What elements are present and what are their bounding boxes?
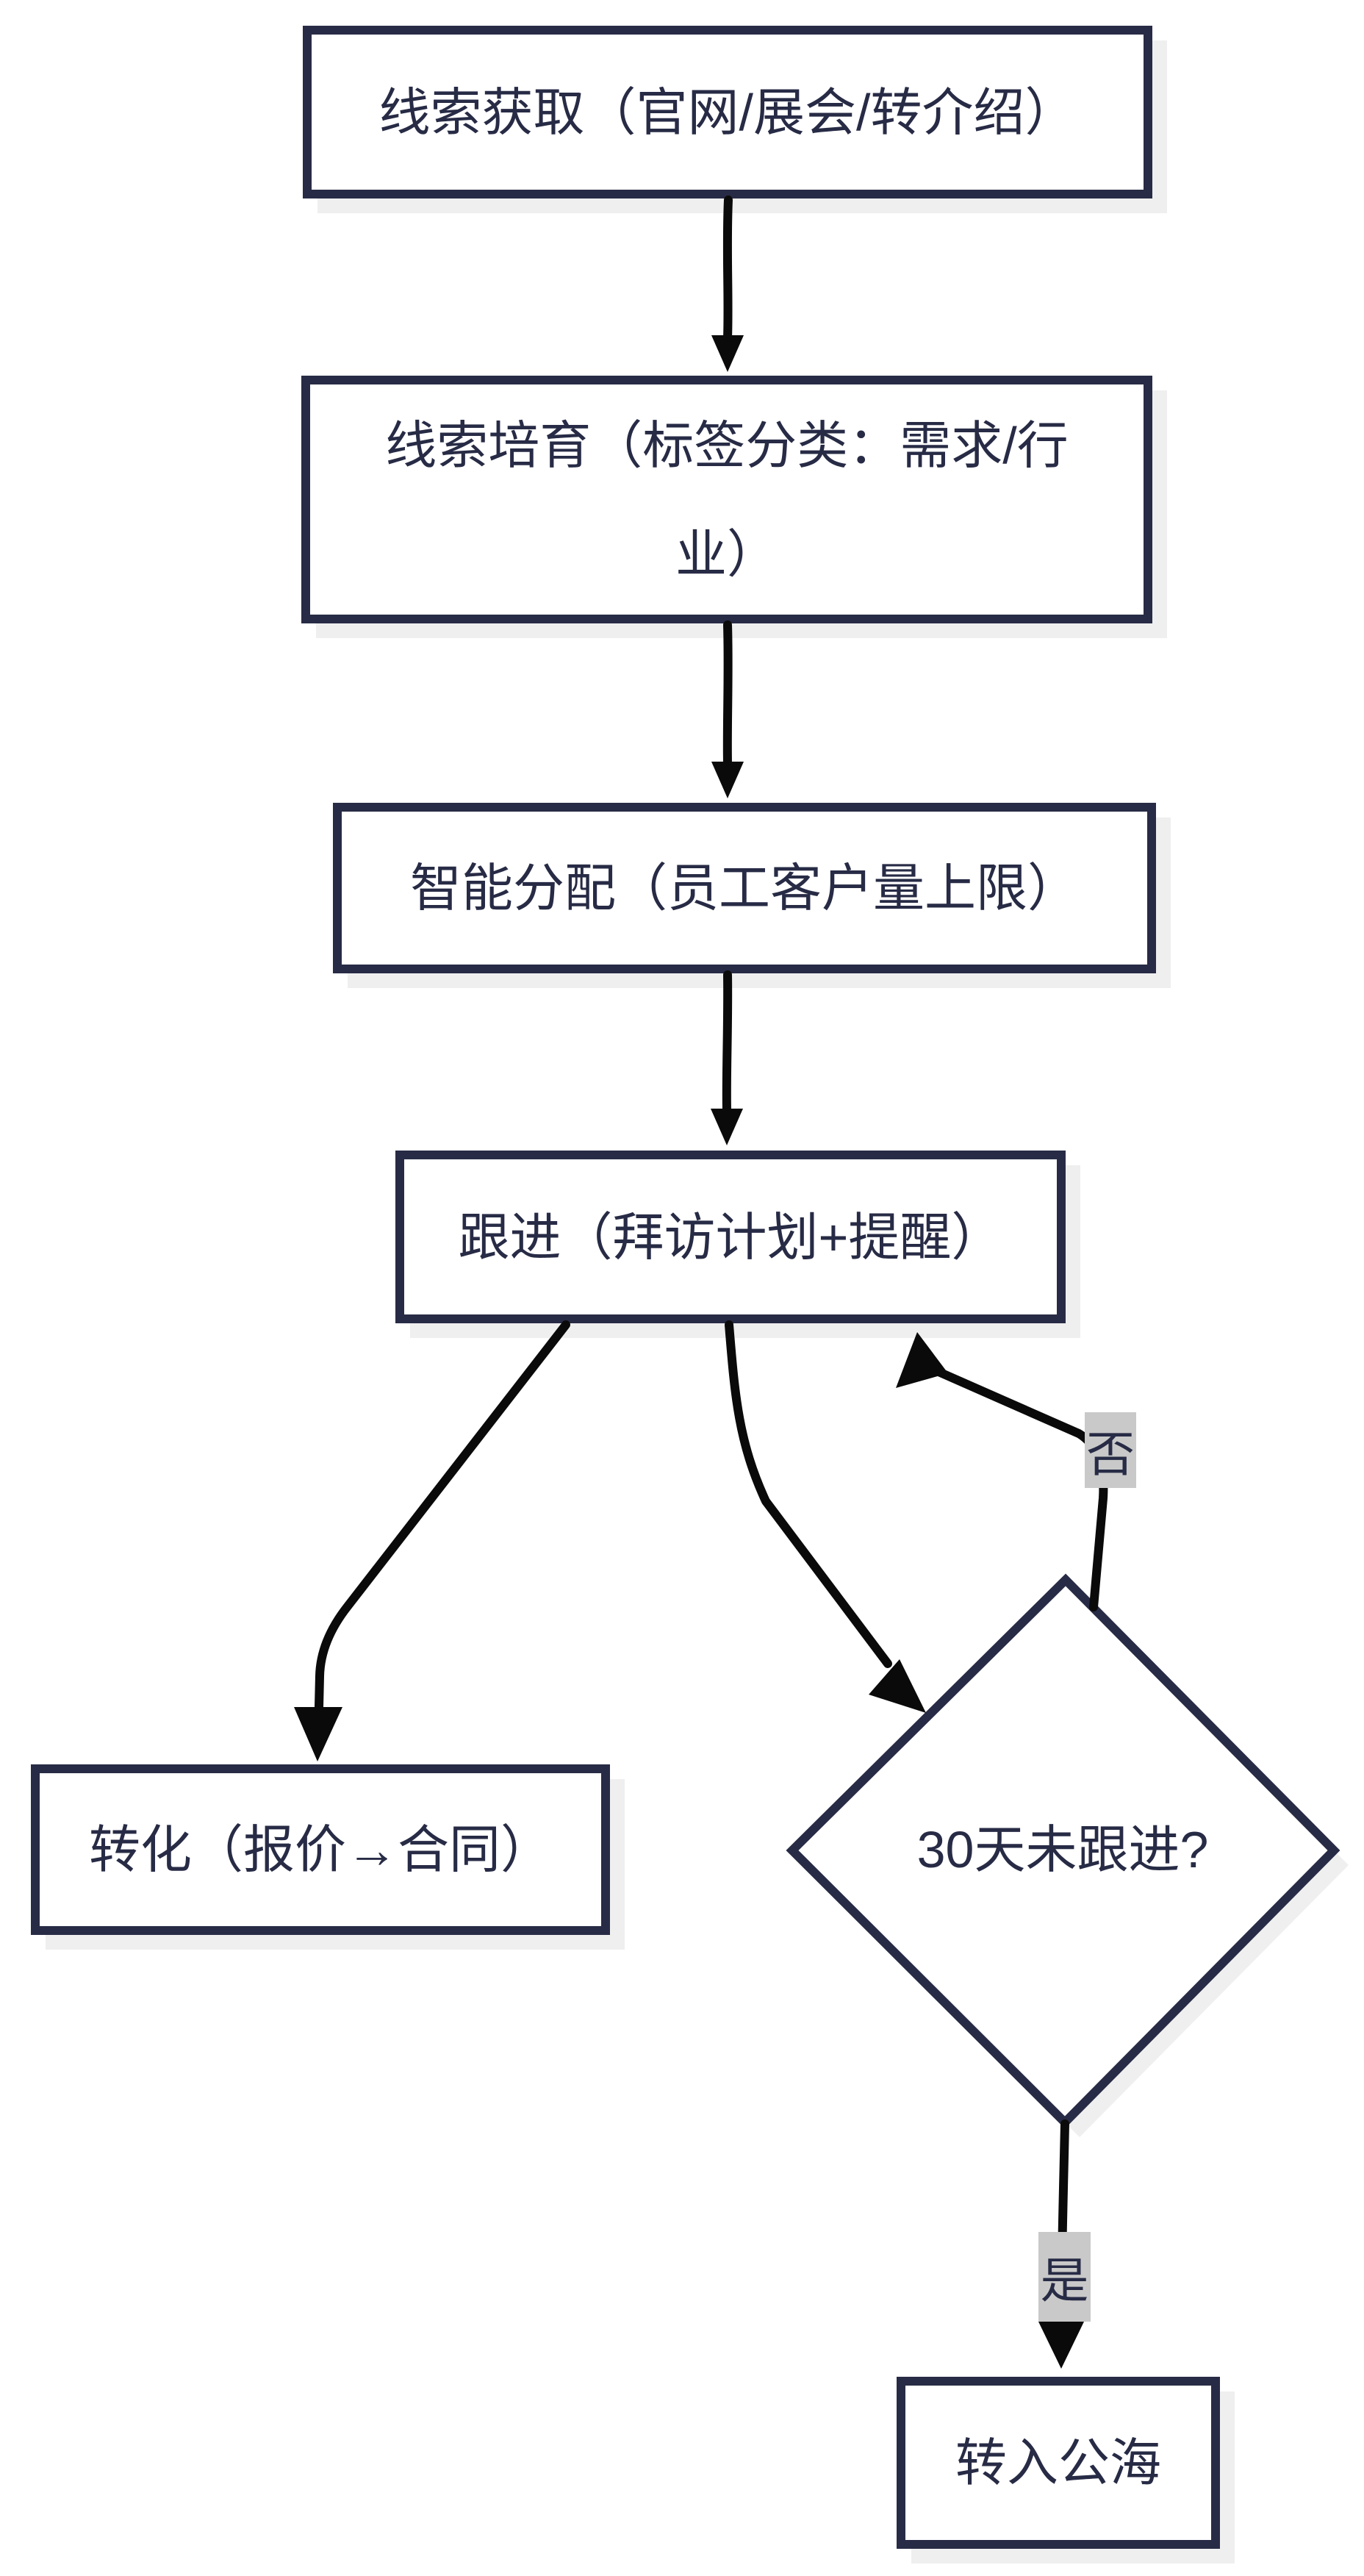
decision-label: 30天未跟进? [916, 1821, 1209, 1878]
edge-check-to-followup-no [896, 1332, 1108, 1611]
edge-label-no: 否 [1085, 1412, 1136, 1488]
arrowhead-down-right-icon [869, 1659, 926, 1713]
node-conversion-label: 转化（报价→合同） [89, 1821, 552, 1878]
node-smart-assignment: 智能分配（员工客户量上限） [333, 803, 1156, 973]
edge-label-yes-text: 是 [1040, 2253, 1089, 2308]
arrowhead-down-icon [711, 762, 744, 798]
arrowhead-down-icon [711, 335, 744, 372]
node-lead-nurturing: 线索培育（标签分类：需求/行业） [301, 376, 1152, 623]
edge-label-yes: 是 [1038, 2232, 1091, 2322]
edge-line [927, 1364, 1108, 1611]
edge-followup-to-conversion [294, 1320, 570, 1761]
node-lead-acquisition-label: 线索获取（官网/展会/转介绍） [378, 83, 1077, 141]
node-follow-up-label: 跟进（拜访计划+提醒） [458, 1208, 1003, 1266]
node-public-pool: 转入公海 [897, 2377, 1220, 2549]
arrowhead-down-icon [1038, 2322, 1084, 2369]
node-conversion: 转化（报价→合同） [31, 1764, 610, 1935]
edge-nurturing-to-assignment [711, 620, 744, 798]
arrowhead-up-icon [896, 1332, 948, 1388]
edge-assignment-to-followup [711, 970, 743, 1145]
edge-acquisition-to-nurturing [711, 196, 744, 372]
node-smart-assignment-label: 智能分配（员工客户量上限） [410, 859, 1079, 917]
node-lead-nurturing-label: 线索培育（标签分类：需求/行业） [385, 416, 1069, 583]
edge-line [315, 1320, 570, 1711]
node-lead-acquisition: 线索获取（官网/展会/转介绍） [303, 26, 1152, 198]
arrowhead-down-icon [711, 1109, 743, 1145]
node-public-pool-label: 转入公海 [955, 2434, 1161, 2491]
node-follow-up: 跟进（拜访计划+提醒） [395, 1151, 1066, 1323]
edge-label-no-text: 否 [1086, 1426, 1135, 1481]
arrowhead-down-icon [294, 1707, 342, 1761]
edge-followup-to-check [725, 1320, 926, 1713]
edge-line [722, 970, 733, 1115]
edge-line [725, 1320, 892, 1668]
